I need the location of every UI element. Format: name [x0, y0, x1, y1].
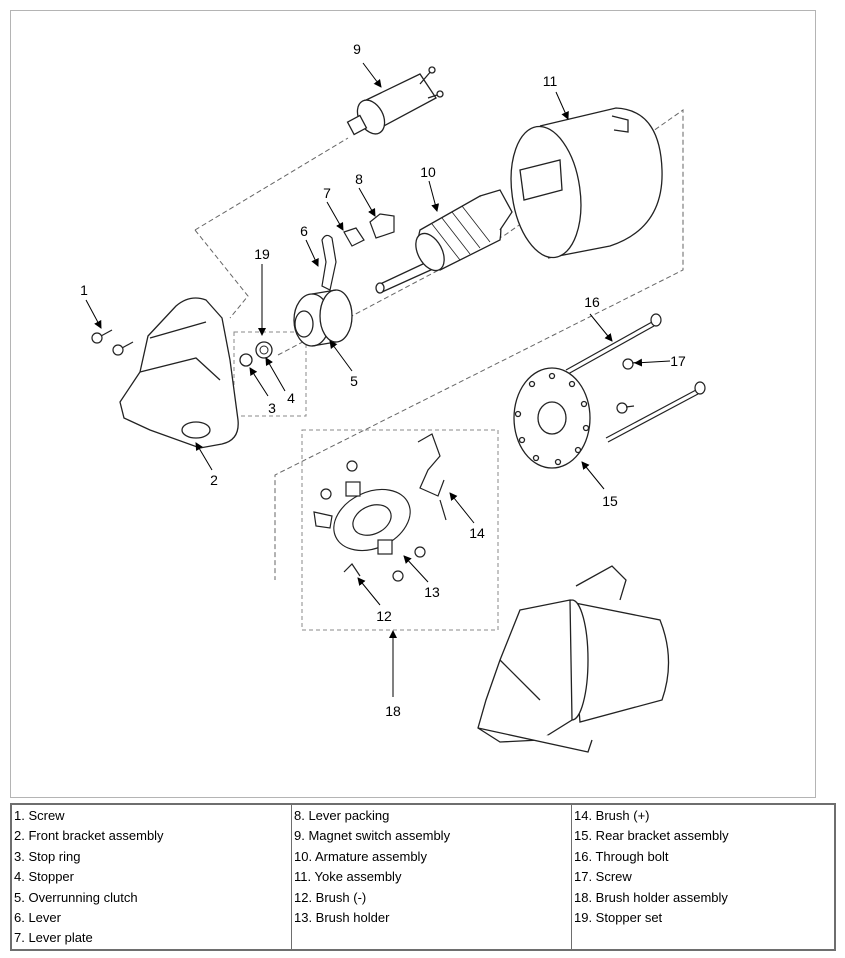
legend-column-3: 14. Brush (+) 15. Rear bracket assembly … [571, 804, 836, 950]
legend-item: 4. Stopper [14, 869, 74, 885]
legend-item: 3. Stop ring [14, 848, 81, 864]
callout-16: 16 [584, 294, 600, 310]
callout-5: 5 [350, 373, 358, 389]
rear-bracket-assembly [513, 367, 591, 469]
callout-10: 10 [420, 164, 436, 180]
legend-item: 11. Yoke assembly [294, 869, 402, 885]
parts-legend-table: 1. Screw 2. Front bracket assembly 3. St… [10, 803, 836, 951]
callout-3: 3 [268, 400, 276, 416]
stop-ring [239, 353, 253, 367]
callout-4: 4 [287, 390, 295, 406]
legend-item: 10. Armature assembly [294, 848, 427, 864]
armature-assembly [375, 189, 513, 294]
callout-11: 11 [543, 73, 558, 89]
through-bolt [565, 313, 706, 443]
legend-item: 13. Brush holder [294, 910, 390, 926]
brush-minus [313, 511, 361, 577]
lever-packing [369, 213, 395, 239]
assembled-starter-motor [477, 565, 670, 753]
callout-12: 12 [376, 608, 392, 624]
legend-item: 2. Front bracket assembly [14, 828, 164, 844]
callout-labels: 9 11 10 8 7 6 19 1 5 4 3 2 16 17 15 14 1… [80, 41, 686, 719]
callout-13: 13 [424, 584, 440, 600]
brush-plus [417, 433, 447, 521]
legend-item: 16. Through bolt [574, 848, 669, 864]
callout-9: 9 [353, 41, 361, 57]
diagram-frame [10, 10, 816, 798]
screw [616, 358, 641, 414]
screw [91, 329, 134, 356]
brush-holder-assembly-box [301, 429, 499, 631]
magnet-switch-assembly [346, 66, 444, 136]
legend-column-2: 8. Lever packing 9. Magnet switch assemb… [291, 804, 572, 950]
overrunning-clutch [293, 289, 353, 347]
legend-item: 1. Screw [14, 808, 65, 823]
stopper [255, 341, 273, 359]
callout-17: 17 [670, 353, 686, 369]
stopper-set-box [233, 331, 307, 417]
callout-15: 15 [602, 493, 618, 509]
callout-1: 1 [80, 282, 88, 298]
callout-7: 7 [323, 185, 331, 201]
legend-item: 17. Screw [574, 869, 632, 885]
callout-8: 8 [355, 171, 363, 187]
callout-14: 14 [469, 525, 485, 541]
legend-item: 8. Lever packing [294, 808, 390, 823]
callout-6: 6 [300, 223, 308, 239]
legend-row: 1. Screw 2. Front bracket assembly 3. St… [10, 804, 836, 950]
exploded-view-diagram: 9 11 10 8 7 6 19 1 5 4 3 2 16 17 15 14 1… [80, 41, 706, 753]
assembly-guide-lines [194, 109, 684, 580]
legend-item: 9. Magnet switch assembly [294, 828, 451, 844]
callout-18: 18 [385, 703, 401, 719]
legend-column-1: 1. Screw 2. Front bracket assembly 3. St… [10, 804, 292, 950]
legend-item: 5. Overrunning clutch [14, 889, 138, 905]
yoke-assembly [510, 107, 663, 259]
legend-item: 14. Brush (+) [574, 808, 650, 823]
brush-holder [320, 460, 426, 582]
legend-item: 15. Rear bracket assembly [574, 828, 729, 844]
callout-19: 19 [254, 246, 270, 262]
legend-item: 6. Lever [14, 910, 61, 926]
legend-item: 19. Stopper set [574, 910, 663, 926]
lever-plate [343, 227, 365, 247]
lever [321, 234, 337, 291]
front-bracket-assembly [119, 297, 239, 449]
legend-item: 18. Brush holder assembly [574, 889, 728, 905]
legend-item: 7. Lever plate [14, 930, 93, 946]
leader-arrows [85, 62, 671, 697]
callout-2: 2 [210, 472, 218, 488]
legend-item: 12. Brush (-) [294, 889, 367, 905]
